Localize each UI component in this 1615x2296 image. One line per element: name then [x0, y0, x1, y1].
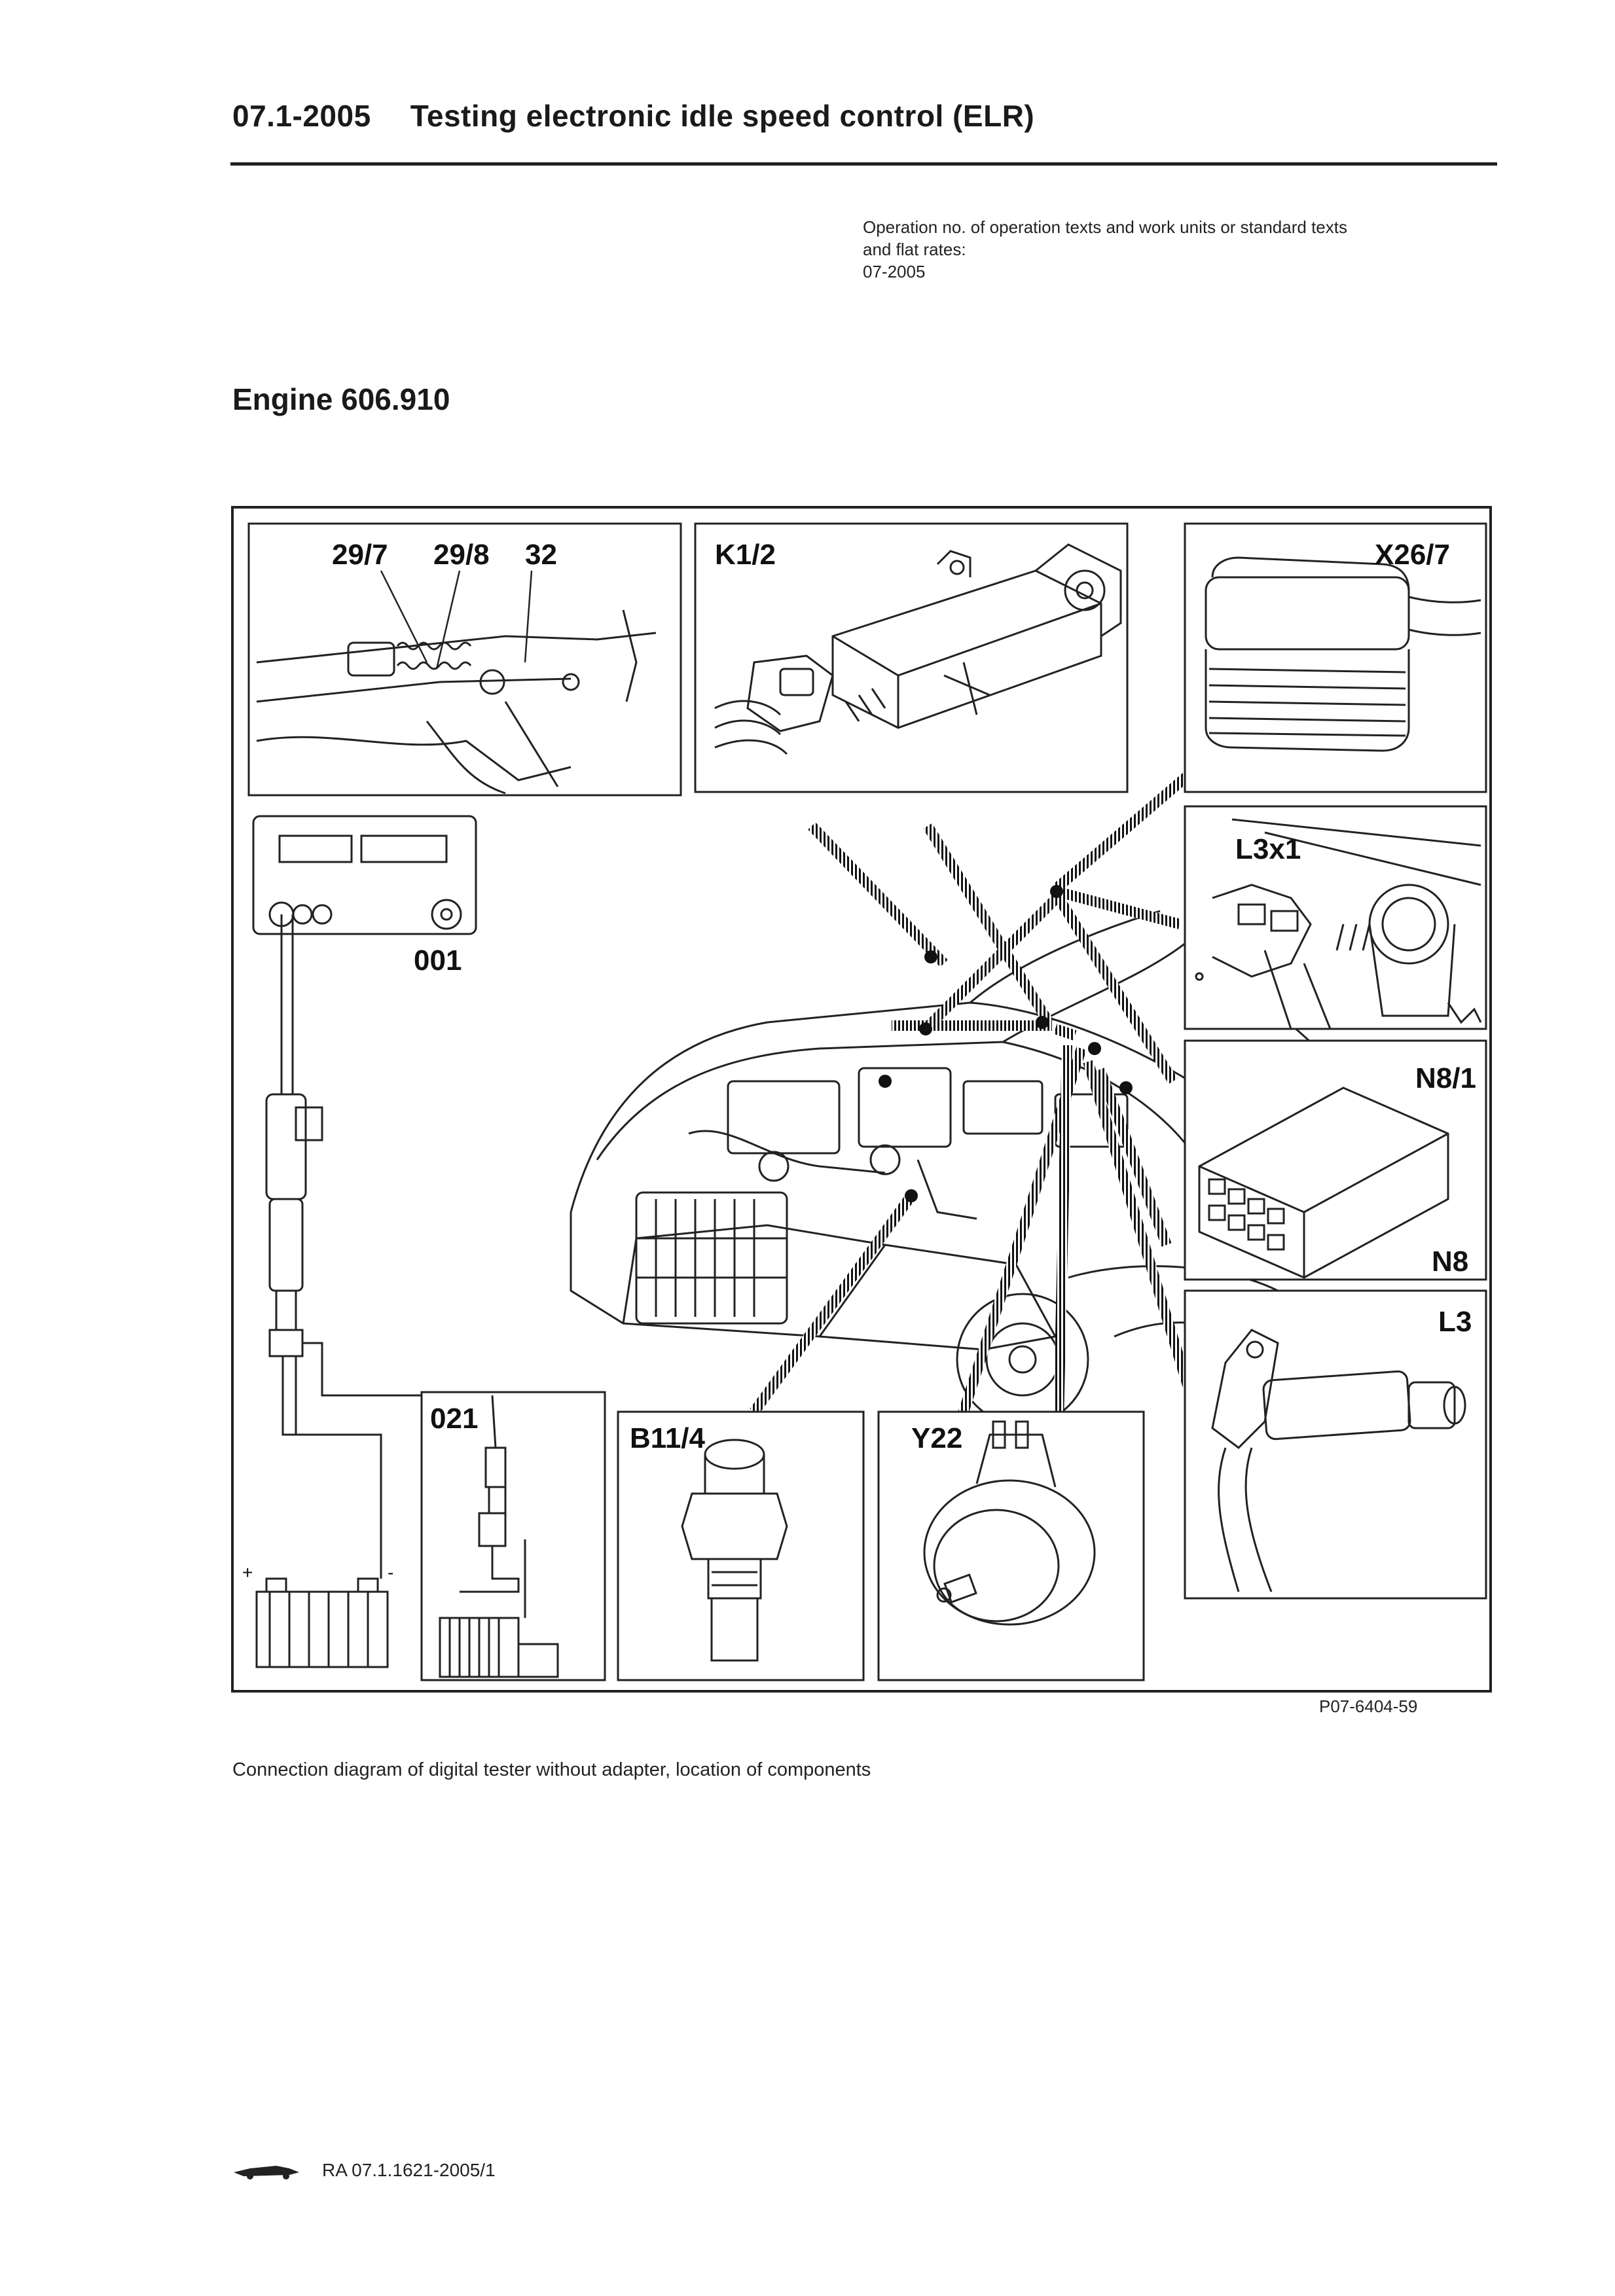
header-divider — [230, 162, 1497, 166]
panel-k1-2-relay: K1/2 — [694, 522, 1129, 793]
battery-plus-label: + — [242, 1562, 253, 1583]
section-title: Testing electronic idle speed control (E… — [410, 99, 1035, 133]
operation-info-line-3: 07-2005 — [863, 262, 926, 281]
section-number: 07.1-2005 — [232, 99, 371, 133]
label-29-7: 29/7 — [332, 539, 388, 571]
leader-dots — [879, 885, 1133, 1202]
label-001: 001 — [414, 944, 462, 977]
panel-b11-4-temp-sensor: B11/4 — [617, 1410, 865, 1681]
digital-tester-001: 001 + - — [242, 815, 497, 1668]
label-x26-7: X26/7 — [1375, 539, 1450, 571]
label-l3x1: L3x1 — [1235, 833, 1301, 865]
battery-minus-label: - — [388, 1562, 393, 1583]
label-k1-2: K1/2 — [715, 539, 776, 571]
label-n8: N8 — [1432, 1246, 1468, 1278]
label-32: 32 — [525, 539, 557, 571]
figure-caption: Connection diagram of digital tester wit… — [232, 1759, 871, 1780]
label-29-8: 29/8 — [433, 539, 490, 571]
publisher-logo-icon — [234, 2166, 299, 2179]
label-y22: Y22 — [911, 1422, 962, 1454]
operation-info-line-2: and flat rates: — [863, 240, 966, 259]
doc-code: RA 07.1.1621-2005/1 — [322, 2160, 496, 2180]
label-b11-4: B11/4 — [630, 1422, 706, 1454]
panel-x26-7-connector: X26/7 — [1184, 522, 1487, 793]
panel-l3x1-connector: L3x1 — [1184, 805, 1487, 1030]
page-header-title: 07.1-2005 Testing electronic idle speed c… — [232, 98, 1034, 134]
label-n8-1: N8/1 — [1415, 1062, 1476, 1094]
engine-heading: Engine 606.910 — [232, 382, 450, 416]
label-l3: L3 — [1438, 1306, 1472, 1338]
panel-idle-actuator: 29/7 29/8 32 — [247, 522, 682, 797]
page-footer: RA 07.1.1621-2005/1 — [230, 2160, 496, 2181]
figure-reference: P07-6404-59 — [1319, 1696, 1418, 1716]
connection-diagram: 29/7 29/8 32 K1/2 — [230, 505, 1493, 1693]
label-021: 021 — [430, 1403, 478, 1435]
operation-info-line-1: Operation no. of operation texts and wor… — [863, 217, 1347, 237]
leader-lines — [750, 772, 1198, 1424]
operation-info: Operation no. of operation texts and wor… — [863, 216, 1504, 283]
panel-l3-sensor: L3 — [1184, 1289, 1487, 1600]
panel-021-tdc-sensor: 021 — [420, 1391, 606, 1681]
panel-n8-control-unit: N8/1 N8 — [1184, 1039, 1487, 1281]
panel-y22-actuator: Y22 — [877, 1410, 1145, 1681]
